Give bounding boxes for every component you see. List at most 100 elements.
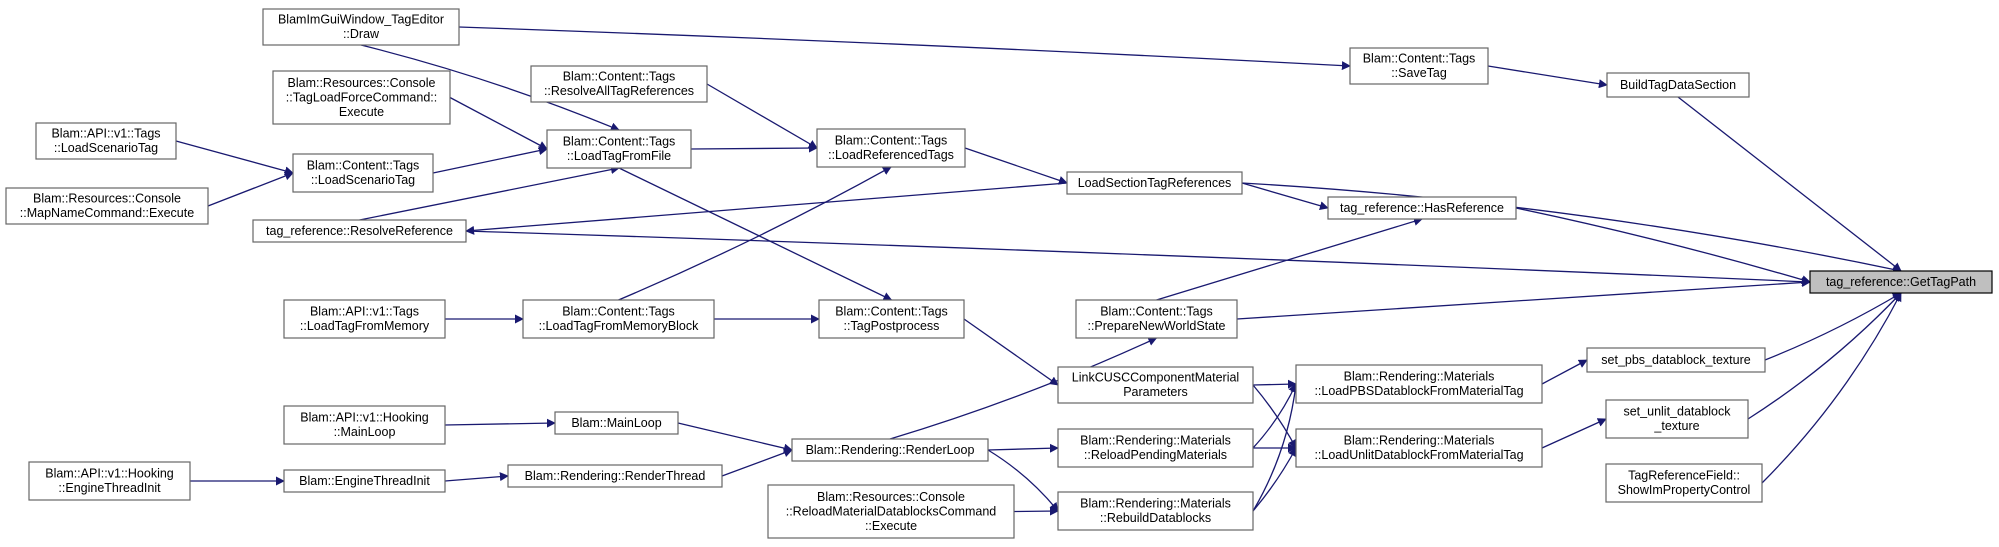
node-label-line: Blam::MainLoop: [571, 416, 661, 430]
node-blam-content-tags-tagpostprocess[interactable]: Blam::Content::Tags::TagPostprocess: [818, 299, 965, 339]
edge-arrow: [1677, 96, 1902, 272]
node-label-line: Blam::EngineThreadInit: [299, 474, 430, 488]
node-blam-api-v1-hooking-enginethreadinit[interactable]: Blam::API::v1::Hooking::EngineThreadInit: [28, 461, 191, 501]
node-blam-api-v1-hooking-mainloop[interactable]: Blam::API::v1::Hooking::MainLoop: [283, 405, 446, 445]
edge-hasref-to-get: [1515, 207, 1811, 285]
node-set-pbs-datablock-texture[interactable]: set_pbs_datablock_texture: [1586, 347, 1766, 373]
node-blam-rendering-materials-rebuilddatablocks[interactable]: Blam::Rendering::Materials::RebuildDatab…: [1057, 491, 1254, 531]
edge-tagreffield-to-get: [1761, 292, 1902, 484]
node-blam-content-tags-preparenewworldstate[interactable]: Blam::Content::Tags::PrepareNewWorldStat…: [1075, 299, 1238, 339]
node-blam-rendering-renderloop[interactable]: Blam::Rendering::RenderLoop: [791, 438, 989, 462]
node-label-line: Blam::Content::Tags: [562, 305, 675, 319]
node-label-line: LoadSectionTagReferences: [1078, 176, 1232, 190]
edge-arrow: [1515, 207, 1811, 285]
edge-arrow: [964, 147, 1068, 185]
edge-resolveall-to-loadref: [706, 83, 818, 149]
node-blam-content-tags-resolvealltagreferences[interactable]: Blam::Content::Tags::ResolveAllTagRefere…: [530, 65, 708, 103]
node-layer: tag_reference::GetTagPath BuildTagDataSec…: [5, 8, 1993, 539]
edge-rebuild-to-loadunlit: [1252, 447, 1297, 512]
node-blam-content-tags-savetag[interactable]: Blam::Content::Tags::SaveTag: [1349, 47, 1489, 85]
edge-arrow: [1241, 182, 1902, 274]
edge-resolve-to-loadfromfile: [359, 165, 620, 221]
edge-arrow: [1764, 292, 1902, 361]
edge-arrow: [1541, 418, 1607, 449]
node-label-line: Blam::Content::Tags: [563, 70, 676, 84]
node-box: [546, 129, 692, 169]
node-tagreferencefield-showimpropertycontrol[interactable]: TagReferenceField::ShowImPropertyControl: [1605, 463, 1763, 503]
node-blam-rendering-renderthread[interactable]: Blam::Rendering::RenderThread: [507, 464, 723, 488]
node-box: [1809, 270, 1993, 294]
node-blam-resources-console-reloadmaterialdatablockscommand-execute[interactable]: Blam::Resources::Console::ReloadMaterial…: [767, 484, 1015, 539]
edge-apihookmain-to-mainloop: [444, 418, 556, 428]
node-label-line: ::MainLoop: [334, 425, 396, 439]
edge-reloadcmd-to-rebuild: [1013, 506, 1059, 516]
node-blam-content-tags-loadtagfrommemoryblock[interactable]: Blam::Content::Tags::LoadTagFromMemoryBl…: [522, 299, 715, 339]
node-blam-resources-console-mapnamecommand-execute[interactable]: Blam::Resources::Console::MapNameCommand…: [5, 187, 209, 225]
edge-arrow: [1761, 292, 1902, 484]
node-label-line: Blam::Content::Tags: [1100, 305, 1213, 319]
node-label-line: Blam::API::v1::Tags: [51, 127, 160, 141]
node-blam-mainloop[interactable]: Blam::MainLoop: [554, 411, 679, 435]
edge-arrow: [1541, 359, 1588, 385]
node-tag-reference-resolvereference[interactable]: tag_reference::ResolveReference: [252, 219, 467, 243]
node-box: [1605, 399, 1749, 439]
edge-mapname-to-loadscen: [207, 171, 294, 207]
edge-renderloop-to-rebuild: [987, 449, 1059, 512]
node-label-line: ::LoadUnlitDatablockFromMaterialTag: [1314, 448, 1523, 462]
edge-loadref-to-loadsection: [964, 147, 1068, 185]
node-blamimguiwindow-tageditor-draw[interactable]: BlamImGuiWindow_TagEditor::Draw: [262, 8, 460, 46]
node-blam-rendering-materials-reloadpendingmaterials[interactable]: Blam::Rendering::Materials::ReloadPendin…: [1057, 428, 1254, 468]
node-label-line: tag_reference::HasReference: [1340, 201, 1504, 215]
edge-arrow: [1252, 447, 1297, 512]
edge-arrow: [432, 146, 548, 174]
node-blam-enginethreadinit[interactable]: Blam::EngineThreadInit: [283, 469, 446, 493]
node-blam-api-v1-tags-loadtagfrommemory[interactable]: Blam::API::v1::Tags::LoadTagFromMemory: [283, 299, 446, 339]
node-blam-rendering-materials-loadpbsdatablockfrommaterialtag[interactable]: Blam::Rendering::Materials::LoadPBSDatab…: [1295, 364, 1543, 404]
node-blam-api-v1-tags-loadscenariotag[interactable]: Blam::API::v1::Tags::LoadScenarioTag: [35, 122, 177, 160]
edge-arrow: [1156, 217, 1423, 301]
node-label-line: ::PrepareNewWorldState: [1087, 319, 1225, 333]
node-box: [1057, 491, 1254, 531]
node-blam-content-tags-loadscenariotag[interactable]: Blam::Content::Tags::LoadScenarioTag: [292, 153, 434, 193]
edge-setpbs-to-get: [1764, 292, 1902, 361]
node-box: [767, 484, 1015, 539]
node-blam-content-tags-loadreferencedtags[interactable]: Blam::Content::Tags::LoadReferencedTags: [816, 128, 966, 168]
edge-renderloop-to-reloadpending: [987, 443, 1059, 453]
node-label-line: set_unlit_datablock: [1623, 405, 1731, 419]
edge-arrow: [1236, 278, 1811, 320]
edge-loadmemblock-to-loadref: [618, 166, 892, 301]
node-box: [1057, 428, 1254, 468]
edge-arrow: [175, 140, 294, 176]
edge-resolve-to-get: [465, 230, 1811, 287]
node-box: [1295, 364, 1543, 404]
edge-link-to-loadunlit: [1252, 384, 1297, 449]
node-tag-reference-hasreference[interactable]: tag_reference::HasReference: [1327, 196, 1517, 220]
edge-arrow: [444, 418, 556, 428]
node-label-line: Blam::Rendering::RenderThread: [525, 469, 706, 483]
edge-renderloop-to-prepare: [889, 337, 1158, 440]
node-label-line: Blam::Content::Tags: [835, 134, 948, 148]
node-blam-resources-console-tagloadforcecommand-execute[interactable]: Blam::Resources::Console::TagLoadForceCo…: [272, 70, 451, 125]
node-box: [272, 70, 451, 125]
node-blam-rendering-materials-loadunlitdatablockfrommaterialtag[interactable]: Blam::Rendering::Materials::LoadUnlitDat…: [1295, 428, 1543, 468]
edge-arrow: [706, 83, 818, 149]
edge-loadscen-to-loadfromfile: [432, 146, 548, 174]
node-label-line: ::MapNameCommand::Execute: [20, 206, 194, 220]
node-loadsectiontagreferences[interactable]: LoadSectionTagReferences: [1066, 171, 1243, 195]
node-label-line: ::LoadScenarioTag: [311, 173, 415, 187]
node-box: [5, 187, 209, 225]
node-buildtagdatasection[interactable]: BuildTagDataSection: [1606, 72, 1750, 98]
node-label-line: Blam::Rendering::Materials: [1344, 434, 1495, 448]
node-set-unlit-datablock-texture[interactable]: set_unlit_datablock_texture: [1605, 399, 1749, 439]
node-label-line: ::LoadTagFromMemory: [300, 319, 430, 333]
node-box: [252, 219, 467, 243]
node-label-line: ::LoadReferencedTags: [828, 148, 954, 162]
edge-arrow: [618, 166, 892, 301]
node-tag-reference-gettagpath[interactable]: tag_reference::GetTagPath: [1809, 270, 1993, 294]
edge-loadsection-to-resolve: [465, 182, 1068, 235]
node-blam-content-tags-loadtagfromfile[interactable]: Blam::Content::Tags::LoadTagFromFile: [546, 129, 692, 169]
node-label-line: ::TagPostprocess: [844, 319, 940, 333]
node-box: [1057, 366, 1254, 404]
edge-loadsection-to-hasref: [1241, 182, 1329, 211]
